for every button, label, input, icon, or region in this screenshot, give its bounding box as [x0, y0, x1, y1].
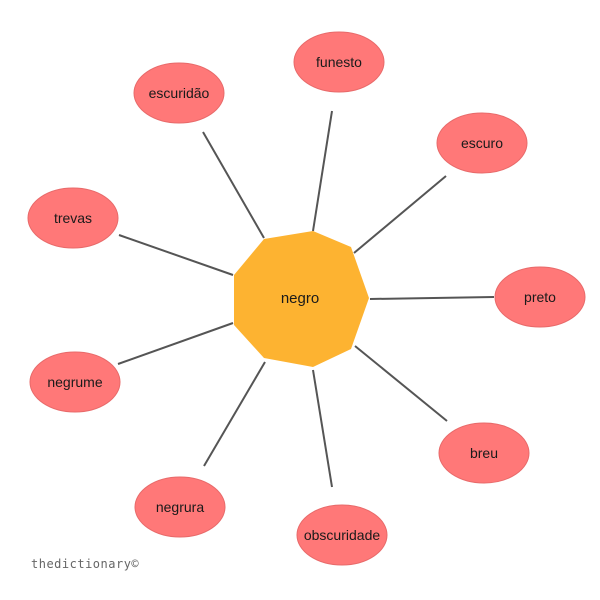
- center-node-shape: [234, 231, 369, 367]
- node-shape: [436, 112, 528, 174]
- node-shape: [134, 476, 226, 538]
- node-shape: [29, 351, 121, 413]
- node-breu[interactable]: breu: [438, 422, 530, 484]
- node-escuridão[interactable]: escuridão: [133, 62, 225, 124]
- node-negrume[interactable]: negrume: [29, 351, 121, 413]
- node-label: negrume: [47, 374, 102, 390]
- node-shape: [494, 266, 586, 328]
- node-trevas[interactable]: trevas: [27, 187, 119, 249]
- node-preto[interactable]: preto: [494, 266, 586, 328]
- node-label: escuro: [461, 135, 503, 151]
- edge-preto: [369, 296, 495, 300]
- node-escuro[interactable]: escuro: [436, 112, 528, 174]
- node-obscuridade[interactable]: obscuridade: [296, 504, 388, 566]
- node-funesto[interactable]: funesto: [293, 31, 385, 93]
- node-label: preto: [524, 289, 556, 305]
- edge-obscuridade: [312, 369, 333, 488]
- edge-negrura: [203, 361, 266, 467]
- edge-trevas: [118, 234, 234, 276]
- edge-funesto: [312, 110, 333, 232]
- node-label: trevas: [54, 210, 92, 226]
- node-shape: [133, 62, 225, 124]
- edges: [117, 110, 495, 488]
- edge-escuro: [353, 175, 447, 254]
- edge-negrume: [117, 322, 234, 365]
- node-shape: [438, 422, 530, 484]
- edge-escuridão: [202, 131, 265, 239]
- node-label: escuridão: [149, 85, 210, 101]
- center-node: negro: [234, 231, 369, 367]
- node-shape: [27, 187, 119, 249]
- node-shape: [293, 31, 385, 93]
- center-node-label: negro: [281, 290, 319, 307]
- node-label: breu: [470, 445, 498, 461]
- edge-breu: [354, 345, 448, 422]
- watermark: thedictionary©: [31, 557, 140, 571]
- node-label: negrura: [156, 499, 204, 515]
- nodes: funesto escuro preto breu obscuridade negrura…: [27, 31, 586, 566]
- node-shape: [296, 504, 388, 566]
- node-negrura[interactable]: negrura: [134, 476, 226, 538]
- node-label: funesto: [316, 54, 362, 70]
- node-label: obscuridade: [304, 527, 380, 543]
